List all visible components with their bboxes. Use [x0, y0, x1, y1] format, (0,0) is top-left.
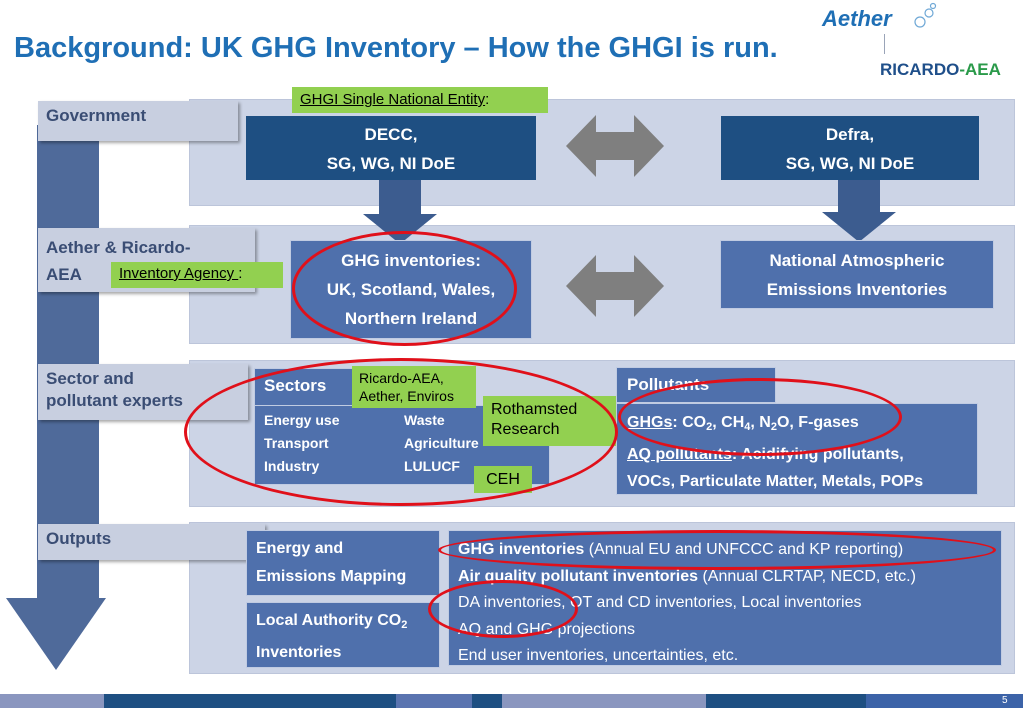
ricardo-wordmark: RICARDO — [880, 60, 960, 79]
inventory-agency-label: Inventory Agency : — [111, 262, 283, 288]
highlight-oval — [184, 358, 618, 506]
energy-mapping-box: Energy and Emissions Mapping — [246, 530, 440, 596]
footer-bar — [706, 694, 866, 708]
tab-outputs-label: Outputs — [46, 529, 112, 548]
naei-line1: National Atmospheric — [769, 251, 945, 270]
logo-divider — [884, 34, 885, 54]
la-line1: Local Authority CO2 — [256, 607, 439, 639]
outputs-item-text: End user inventories, uncertainties, etc… — [458, 647, 739, 664]
ricardo-logo: RICARDO-AEA — [880, 60, 1001, 80]
tab-sector: Sector and pollutant experts — [38, 364, 248, 420]
outputs-item-text: (Annual CLRTAP, NECD, etc.) — [698, 567, 916, 585]
down-arrow-icon — [363, 180, 437, 244]
highlight-oval — [292, 231, 517, 346]
footer-bar — [472, 694, 502, 708]
double-arrow-icon — [566, 255, 664, 317]
page-title: Background: UK GHG Inventory – How the G… — [14, 32, 778, 64]
aq-line2: VOCs, Particulate Matter, Metals, POPs — [627, 473, 924, 490]
la-co2-subscript: 2 — [401, 619, 408, 631]
footer-bar — [866, 694, 1023, 708]
aea-wordmark: AEA — [965, 60, 1001, 79]
decc-box: DECC, SG, WG, NI DoE — [246, 116, 536, 180]
la-co2-box: Local Authority CO2 Inventories — [246, 602, 440, 668]
footer-bar — [396, 694, 472, 708]
highlight-oval — [618, 378, 902, 456]
naei-box: National Atmospheric Emissions Inventori… — [720, 240, 994, 309]
mapping-line2: Emissions Mapping — [256, 568, 407, 585]
bubbles-icon — [914, 2, 937, 28]
tab-outputs: Outputs — [38, 524, 265, 560]
la-line1-text: Local Authority CO — [256, 612, 402, 629]
aether-logo: Aether — [822, 2, 942, 36]
logo-dash: - — [959, 60, 966, 79]
process-arrow-shaft — [37, 125, 99, 600]
page-number: 5 — [1002, 695, 1008, 706]
process-arrow-head — [6, 598, 106, 670]
naei-line2: Emissions Inventories — [766, 280, 948, 299]
double-arrow-icon — [566, 115, 664, 177]
inventory-agency-text: Inventory Agency — [119, 265, 239, 282]
aether-wordmark: Aether — [822, 6, 892, 31]
tab-sector-line2: pollutant experts — [46, 391, 183, 410]
footer-bar — [104, 694, 396, 708]
tab-government-label: Government — [46, 106, 147, 125]
la-line2: Inventories — [256, 644, 342, 661]
inventory-agency-colon: : — [238, 265, 243, 282]
footer-bar — [502, 694, 706, 708]
tab-aether-line2: AEA — [46, 265, 82, 284]
decc-line2: SG, WG, NI DoE — [326, 154, 456, 173]
defra-line2: SG, WG, NI DoE — [785, 154, 915, 173]
tab-aether-line1: Aether & Ricardo- — [46, 238, 191, 257]
defra-box: Defra, SG, WG, NI DoE — [721, 116, 979, 180]
outputs-list-item: End user inventories, uncertainties, etc… — [458, 643, 1001, 670]
ghgi-entity-label: GHGI Single National Entity: — [292, 87, 548, 113]
down-arrow-icon — [822, 180, 896, 242]
tab-sector-line1: Sector and — [46, 369, 134, 388]
highlight-oval — [438, 530, 996, 570]
footer-bar — [0, 694, 104, 708]
highlight-oval — [428, 580, 578, 638]
ghgi-entity-colon: : — [485, 91, 490, 108]
mapping-line1: Energy and — [256, 540, 344, 557]
tab-government: Government — [38, 101, 238, 141]
defra-line1: Defra, — [825, 125, 875, 144]
ghgi-entity-text: GHGI Single National Entity — [300, 91, 486, 108]
decc-line1: DECC, — [364, 125, 418, 144]
